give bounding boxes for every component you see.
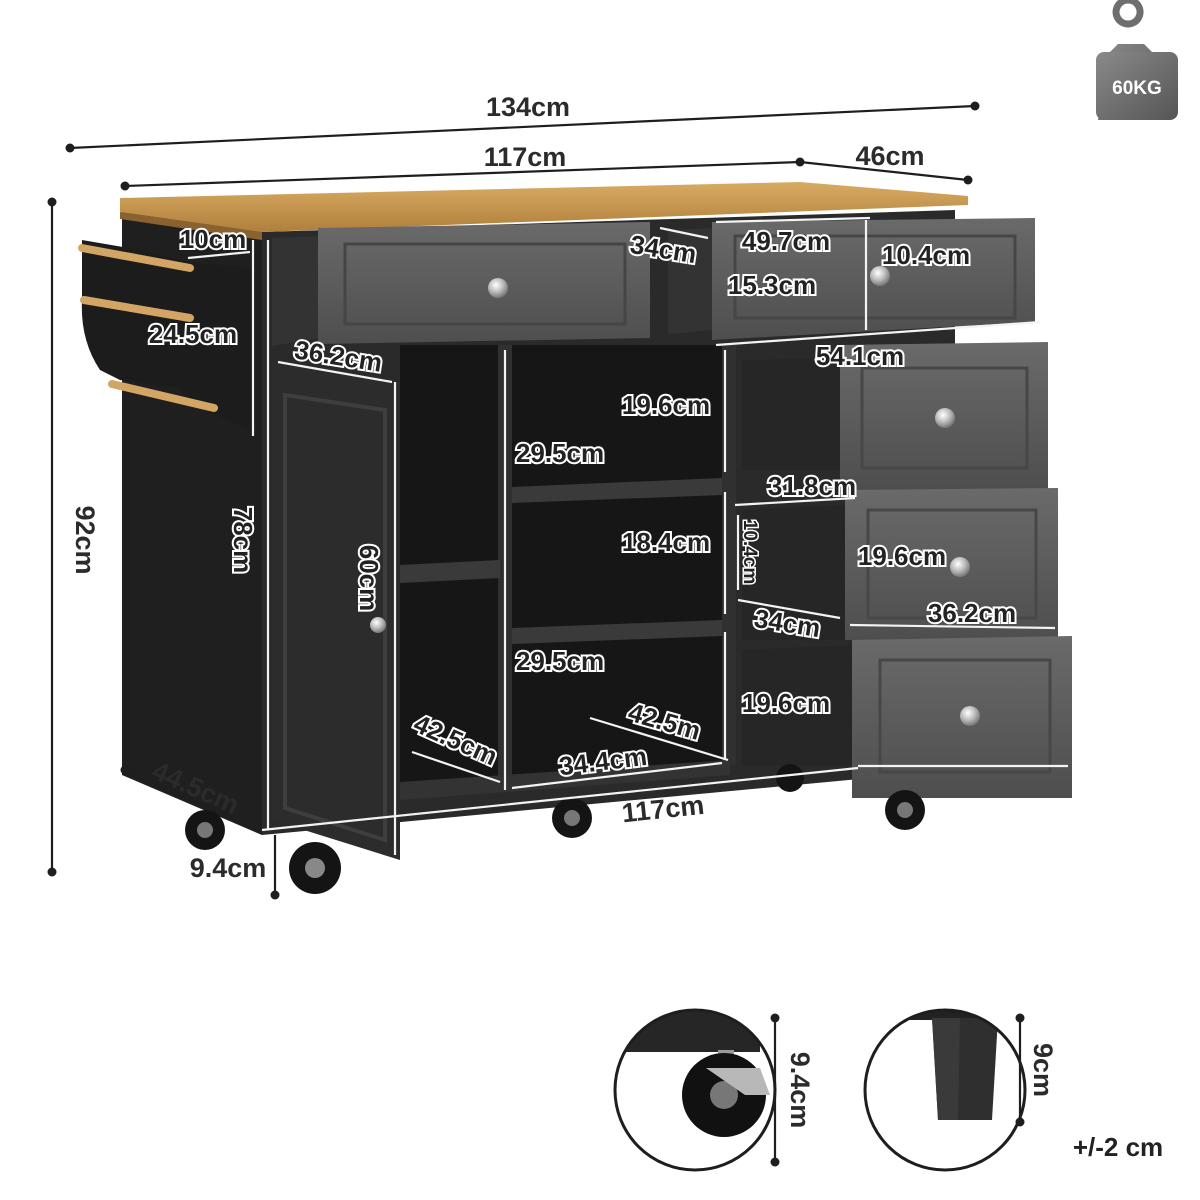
leg-height-label: 9cm — [1028, 1043, 1058, 1097]
dim-top-drawer-width: 49.7cm — [742, 226, 830, 256]
weight-badge: 60KG — [1096, 0, 1178, 120]
shelf-left — [400, 560, 500, 583]
shelf-upper — [512, 478, 722, 503]
dim-drawer3-width: 36.2cm — [928, 598, 1016, 628]
side-rack — [78, 240, 251, 430]
cabinet-floor — [400, 760, 730, 800]
dim-side-rack-depth: 10cm — [180, 224, 247, 254]
top-right-drawer — [668, 218, 1035, 340]
dim-side-height: 78cm — [228, 507, 258, 574]
dimension-lines — [47, 101, 980, 900]
inner-dimension-lines — [187, 216, 1068, 855]
dim-shelf-left-height: 29.5cm — [516, 438, 604, 468]
dim-shelf-mid-height: 18.4cm — [622, 527, 710, 557]
leg-detail-inset: 9cm — [863, 1008, 1058, 1172]
dim-right-drawer-width: 54.1cm — [816, 341, 904, 371]
right-drawer-4 — [742, 636, 1072, 798]
dim-depth: 46cm — [855, 141, 924, 171]
dim-side-rack-height: 24.5cm — [149, 319, 237, 349]
weight-icon — [1096, 0, 1178, 120]
dim-top-drawer-height: 15.3cm — [728, 270, 816, 300]
open-shelf-compartment — [400, 345, 730, 800]
dim-total-width: 134cm — [486, 92, 570, 122]
caster-wheels — [185, 764, 925, 894]
caster-detail-inset: 9.4cm — [613, 1008, 815, 1172]
right-drawer-2 — [742, 342, 1048, 490]
dim-top-drawer-inner-height: 10.4cm — [882, 240, 970, 270]
dim-top-width: 117cm — [484, 142, 567, 172]
dim-shelf-top-height: 19.6cm — [622, 390, 710, 420]
dim-caster-height: 9.4cm — [190, 853, 267, 883]
shelf-lower — [512, 620, 722, 644]
dim-drawer2-depth: 31.8cm — [768, 471, 856, 501]
dim-drawer3-inner-height: 10.4cm — [739, 520, 760, 584]
weight-label: 60KG — [1112, 78, 1162, 99]
countertop — [120, 182, 968, 232]
dim-shelf-bottom-height: 29.5cm — [516, 646, 604, 676]
tolerance-note: +/-2 cm — [1073, 1132, 1163, 1162]
leg-icon — [932, 1018, 998, 1120]
cabinet-door — [272, 362, 400, 860]
caster-wheel-icon — [682, 1050, 770, 1137]
caster-height-label: 9.4cm — [785, 1052, 815, 1129]
dim-drawer3-height: 19.6cm — [858, 541, 946, 571]
dim-door-height: 60cm — [354, 545, 384, 612]
dim-drawer4-height: 19.6cm — [742, 688, 830, 718]
dim-height: 92cm — [70, 505, 100, 574]
top-left-drawer — [272, 222, 650, 346]
